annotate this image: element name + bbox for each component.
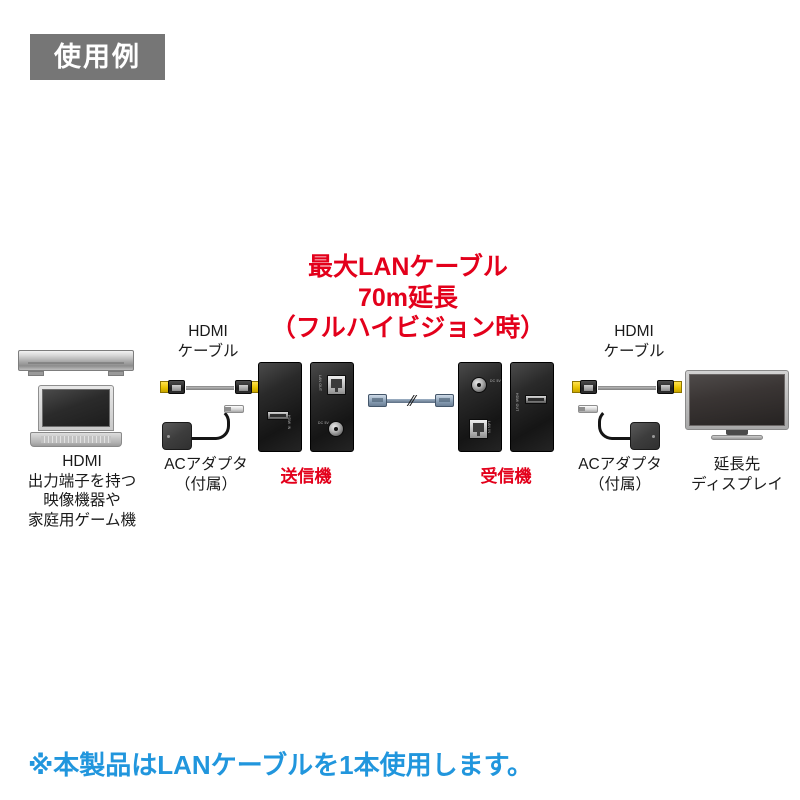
laptop-illustration [30, 385, 122, 447]
tv-stand-base [711, 435, 763, 440]
transmitter-dc-jack-label: DC 5V [318, 421, 329, 425]
av-recorder-body [18, 350, 134, 371]
rj45-connector-body [368, 394, 387, 407]
laptop-base [30, 432, 122, 447]
laptop-lid [38, 385, 114, 431]
transmitter-lan-port [327, 375, 346, 395]
laptop-screen [42, 389, 110, 427]
transmitter-hdmi-port-label: HDMI IN [287, 415, 291, 430]
lan-cable-illustration: ⁄⁄ [368, 392, 454, 410]
ac-adapter-right-dc-plug [578, 405, 598, 413]
tv-screen [689, 374, 785, 426]
usage-example-badge: 使用例 [30, 34, 165, 80]
receiver-dc-jack [471, 377, 487, 393]
receiver-label: 受信機 [480, 467, 532, 486]
ac-adapter-left-label: ACアダプタ （付属） [164, 456, 248, 493]
hdmi-cable-left-connector-a [160, 380, 188, 394]
transmitter-device: HDMI IN LAN OUT DC 5V [258, 362, 354, 452]
ac-adapter-right-label: ACアダプタ （付属） [578, 456, 662, 493]
ac-adapter-right-illustration [564, 398, 660, 450]
lan-cable-wire [385, 399, 437, 403]
hdmi-cable-left-connector-b [232, 380, 260, 394]
laptop-keyboard [41, 436, 111, 443]
ac-adapter-right-pin [652, 435, 655, 438]
lan-cable-connector-right [435, 394, 454, 407]
transmitter-front-panel: HDMI IN [258, 362, 302, 452]
hdmi-cable-right-wire [598, 386, 656, 390]
transmitter-label: 送信機 [280, 467, 332, 486]
hdmi-connector-shell [235, 380, 252, 394]
receiver-lan-port-label: LAN IN [487, 421, 491, 434]
av-recorder-foot-left [28, 371, 44, 376]
source-device-label: HDMI 出力端子を持つ 映像機器や 家庭用ゲーム機 [27, 453, 137, 529]
hdmi-cable-left-label: HDMI ケーブル [177, 323, 239, 360]
headline: 最大LANケーブル 70m延長 （フルハイビジョン時） [263, 252, 553, 344]
tv-panel [685, 370, 789, 430]
lan-cable-connector-left [368, 394, 387, 407]
transmitter-dc-jack [328, 421, 344, 437]
transmitter-lan-port-label: LAN OUT [318, 375, 322, 392]
receiver-device: DC 5V LAN IN HDMI OUT [458, 362, 554, 452]
receiver-front-panel: HDMI OUT [510, 362, 554, 452]
hdmi-cable-right-illustration [572, 380, 682, 394]
hdmi-connector-gold [673, 381, 682, 393]
display-label: 延長先 ディスプレイ [691, 456, 783, 493]
ac-adapter-right-cord [598, 408, 652, 440]
ac-adapter-left-cord [176, 408, 230, 440]
lan-cable-break-symbol: ⁄⁄ [409, 392, 415, 410]
tv-stand-neck [726, 430, 748, 435]
ac-adapter-left-dc-plug [224, 405, 244, 413]
headline-line-1: 最大LANケーブル [308, 253, 508, 281]
hdmi-connector-shell [168, 380, 185, 394]
av-recorder-foot-right [108, 371, 124, 376]
receiver-hdmi-port-label: HDMI OUT [515, 393, 519, 412]
receiver-lan-port [469, 419, 488, 439]
hdmi-cable-right-connector-a [572, 380, 600, 394]
usage-example-badge-label: 使用例 [54, 41, 141, 72]
hdmi-connector-shell [657, 380, 674, 394]
av-recorder-slot [28, 361, 124, 364]
hdmi-connector-shell [580, 380, 597, 394]
hdmi-cable-right-connector-b [654, 380, 682, 394]
headline-line-3: （フルハイビジョン時） [270, 314, 546, 342]
footnote: ※本製品はLANケーブルを1本使用します。 [28, 750, 534, 780]
hdmi-cable-left-illustration [160, 380, 260, 394]
ac-adapter-right-brick [630, 422, 660, 450]
tv-display-illustration [685, 370, 789, 442]
receiver-dc-jack-label: DC 5V [490, 379, 501, 383]
ac-adapter-left-illustration [162, 398, 258, 450]
ac-adapter-left-pin [167, 435, 170, 438]
ac-adapter-left-brick [162, 422, 192, 450]
hdmi-cable-right-label: HDMI ケーブル [603, 323, 665, 360]
av-recorder-illustration [18, 350, 134, 376]
hdmi-cable-left-wire [186, 386, 234, 390]
rj45-connector-body [435, 394, 454, 407]
receiver-rear-panel: DC 5V LAN IN [458, 362, 502, 452]
transmitter-rear-panel: LAN OUT DC 5V [310, 362, 354, 452]
transmitter-hdmi-port [267, 411, 289, 420]
headline-line-2: 70m延長 [357, 283, 459, 312]
receiver-hdmi-port [525, 395, 547, 404]
